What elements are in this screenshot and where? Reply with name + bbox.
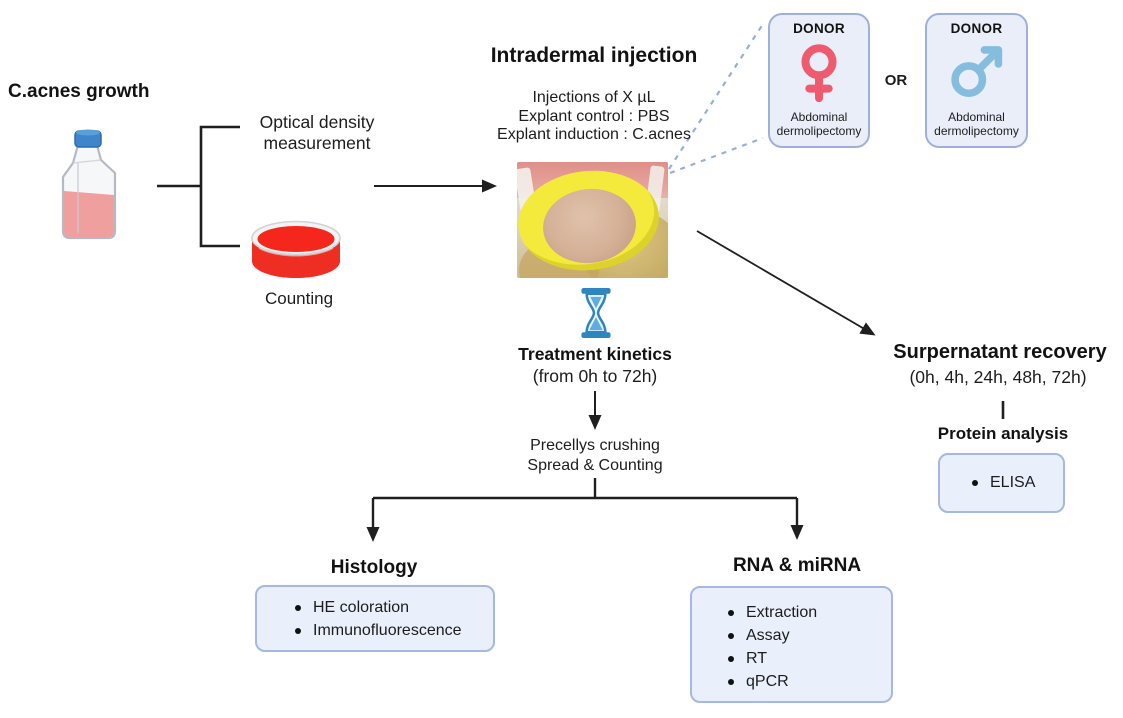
optical-density-line2: measurement: [263, 133, 371, 153]
growth-title: C.acnes growth: [8, 81, 150, 102]
list-item: Assay: [722, 624, 891, 647]
donor-box-male: DONOR Abdominal dermolipectomy: [925, 13, 1028, 148]
injection-detail-line2: Explant control : PBS: [518, 107, 670, 125]
list-item: qPCR: [722, 670, 891, 693]
injection-title: Intradermal injection: [490, 44, 698, 67]
rna-list: Extraction Assay RT qPCR: [722, 601, 891, 693]
hourglass-icon: [581, 288, 611, 338]
injection-details: Injections of X µL Explant control : PBS…: [497, 89, 691, 145]
list-item: ELISA: [966, 471, 1063, 494]
donor-female-desc-line2: dermolipectomy: [776, 124, 862, 138]
rna-box: Extraction Assay RT qPCR: [690, 586, 893, 703]
kinetics-title: Treatment kinetics: [518, 344, 672, 364]
kinetics-subtitle: (from 0h to 72h): [532, 366, 658, 386]
petri-dish-icon: [251, 220, 341, 278]
donor-box-female: DONOR Abdominal dermolipectomy: [768, 13, 870, 148]
optical-density-label: Optical density measurement: [260, 112, 375, 154]
rna-title: RNA & miRNA: [732, 555, 862, 576]
arrow-to-supernatant: [696, 230, 876, 336]
list-item: HE coloration: [289, 596, 493, 619]
or-label: OR: [884, 72, 908, 89]
elisa-list: ELISA: [966, 471, 1063, 494]
skin-explant-photo: [517, 162, 668, 278]
injection-detail-line3: Explant induction : C.acnes: [497, 126, 691, 143]
supernatant-title: Surpernatant recovery: [893, 341, 1107, 363]
list-item: RT: [722, 647, 891, 670]
supernatant-subtitle: (0h, 4h, 24h, 48h, 72h): [909, 367, 1087, 387]
donor-male-desc-line1: Abdominal: [948, 110, 1005, 124]
donor-male-title: DONOR: [950, 21, 1003, 36]
crushing-label: Precellys crushing Spread & Counting: [527, 436, 662, 476]
male-symbol-icon: [950, 46, 1002, 98]
crushing-line2: Spread & Counting: [527, 457, 663, 474]
counting-label: Counting: [264, 289, 334, 308]
injection-detail-line1: Injections of X µL: [532, 89, 656, 106]
histology-list: HE coloration Immunofluorescence: [289, 596, 493, 642]
branch-bracket: [199, 125, 240, 248]
female-symbol-icon: [801, 44, 837, 103]
optical-density-line1: Optical density: [259, 112, 375, 132]
culture-flask-icon: [61, 129, 117, 240]
list-item: Immunofluorescence: [289, 619, 493, 642]
donor-female-title: DONOR: [793, 21, 845, 36]
protein-analysis-label: Protein analysis: [937, 424, 1069, 443]
donor-female-desc-line1: Abdominal: [790, 110, 848, 124]
crushing-line1: Precellys crushing: [530, 437, 660, 454]
histology-box: HE coloration Immunofluorescence: [255, 585, 495, 652]
donor-male-desc-line2: dermolipectomy: [934, 124, 1019, 138]
elisa-box: ELISA: [938, 453, 1065, 513]
list-item: Extraction: [722, 601, 891, 624]
histology-title: Histology: [330, 557, 418, 578]
